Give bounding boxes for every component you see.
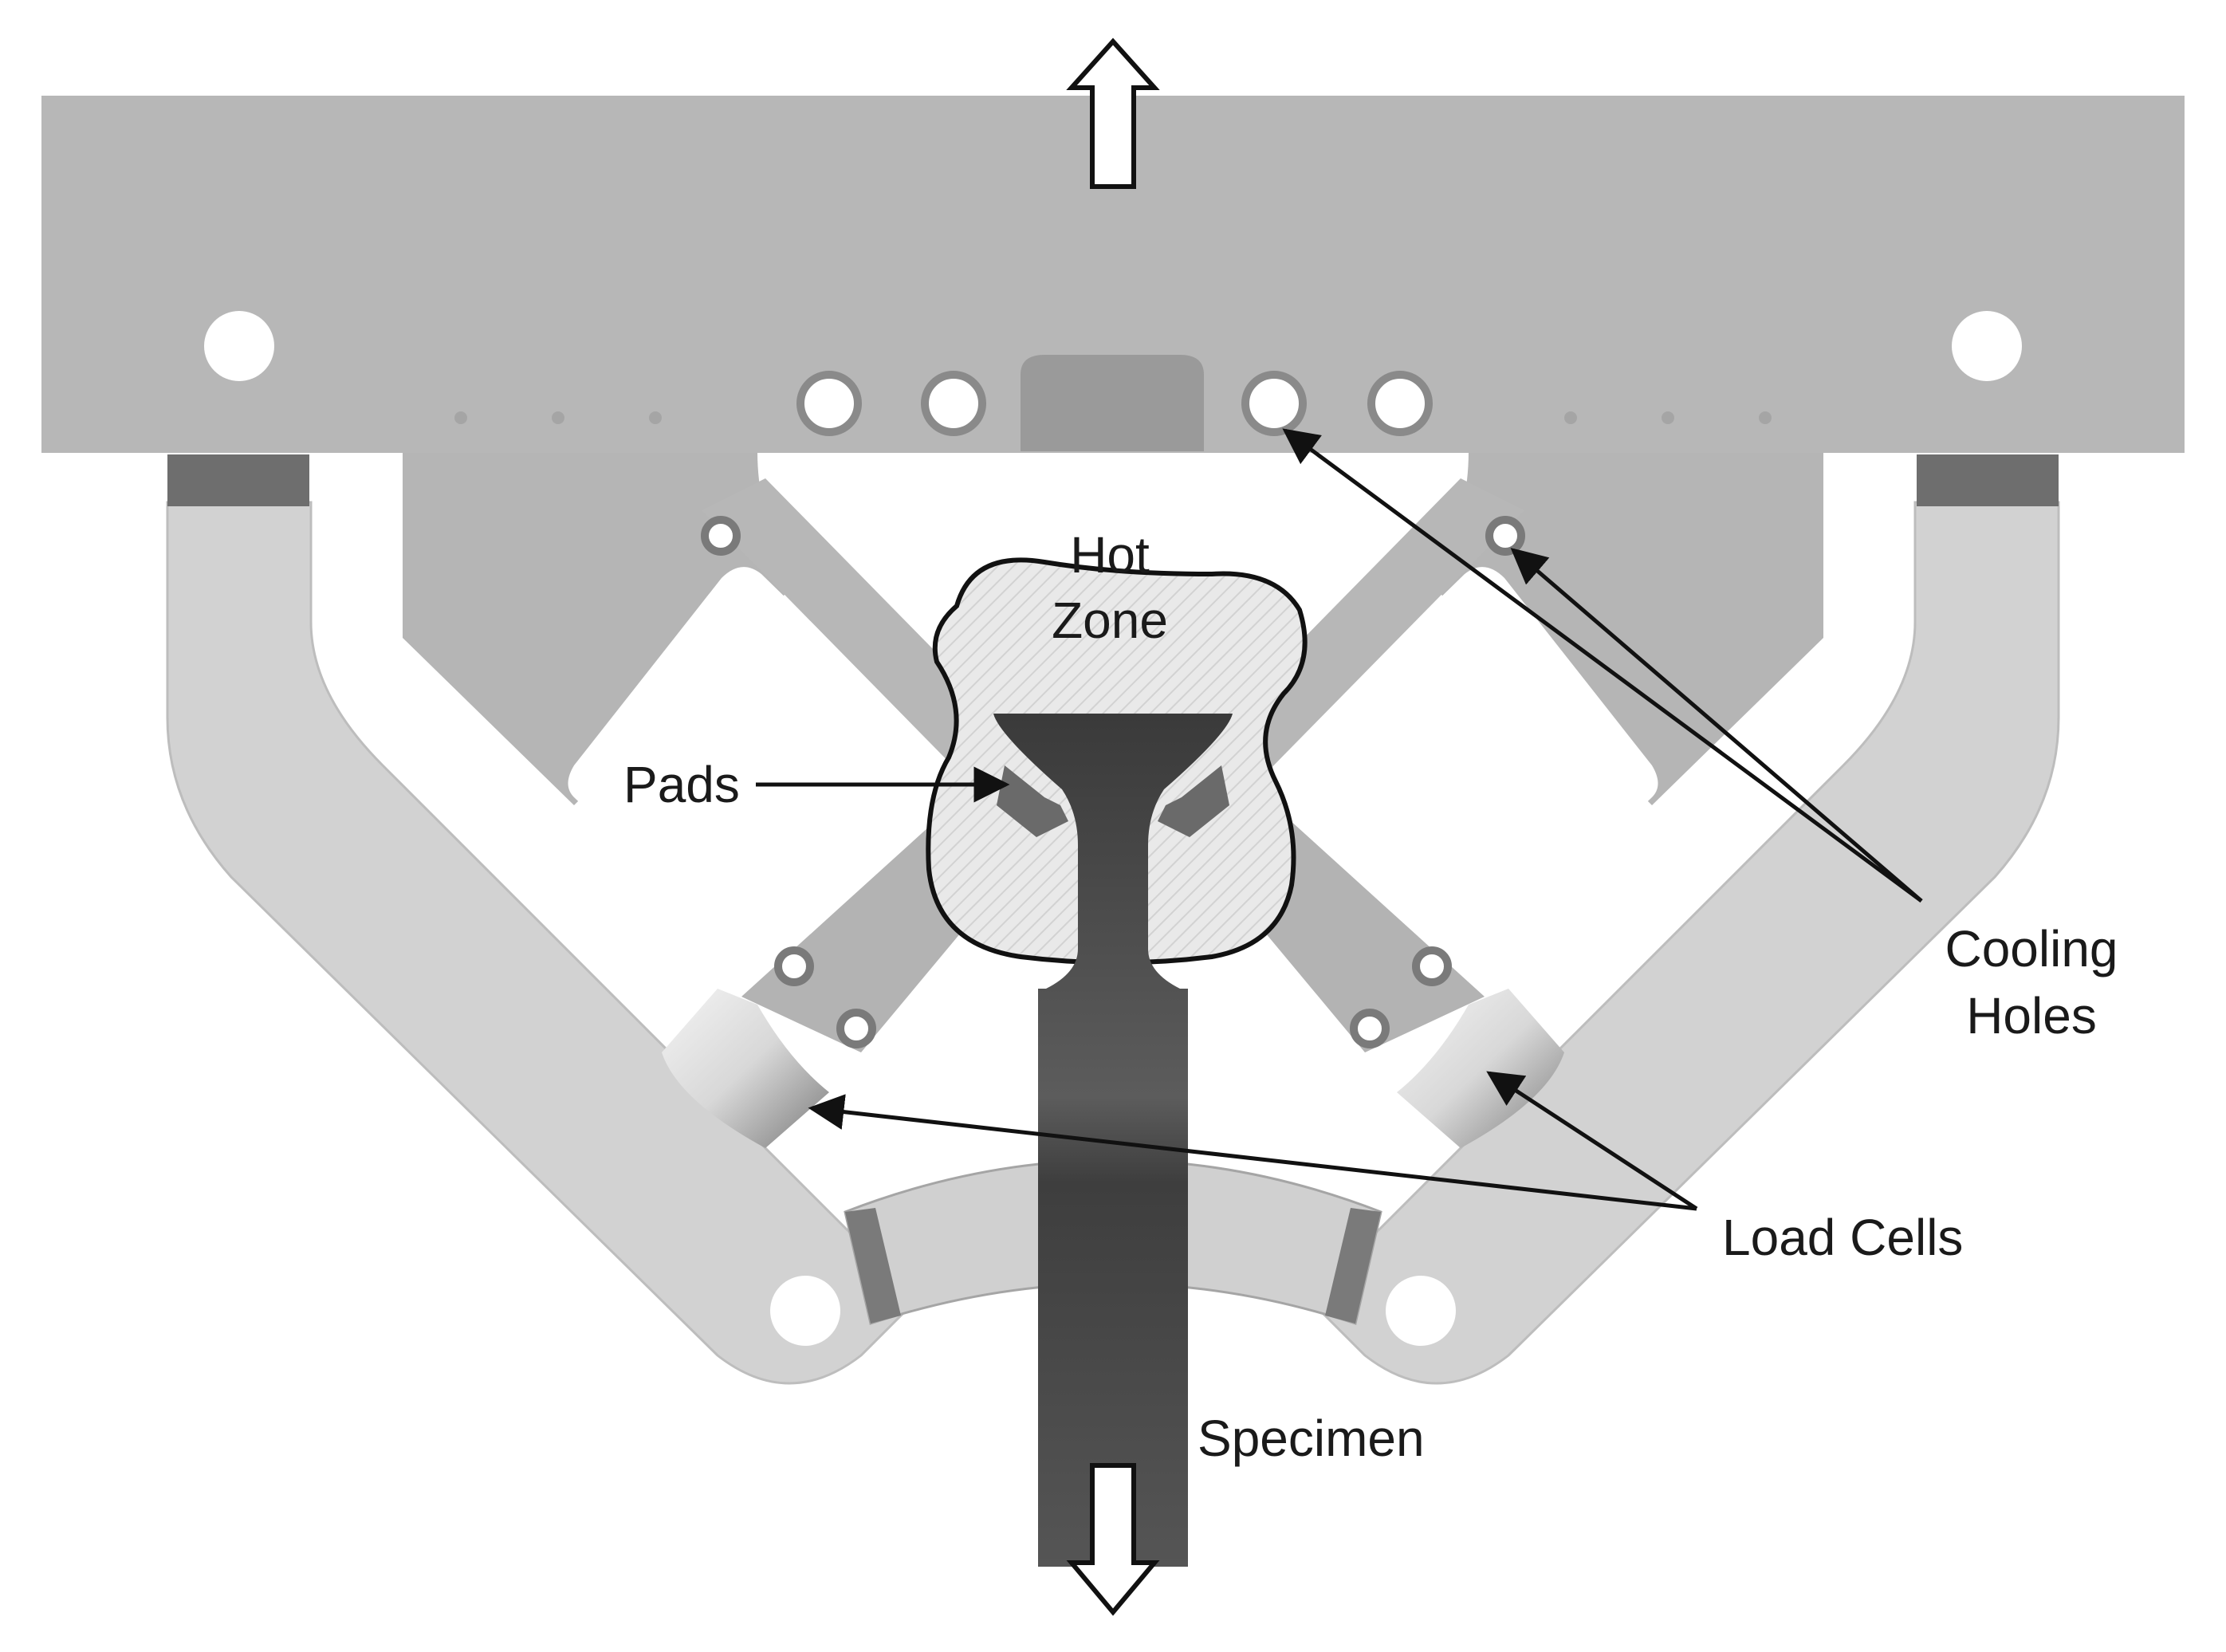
specimen-label: Specimen [1198,1410,1425,1467]
specimen [993,714,1233,1567]
left-outer-arm [166,501,910,1385]
right-arm-band [1917,454,2059,506]
load-cell-right [1397,989,1564,1148]
load-cell-left [662,989,829,1148]
crossbar-right-pivot-shade [1325,1208,1381,1324]
load-arrow-down [1066,1463,1160,1616]
crossbar-left-pivot-shade [845,1208,901,1324]
left-window [568,567,925,955]
left-arm-band [167,454,309,506]
grip-boss [1021,355,1204,451]
pads-label: Pads [623,756,740,813]
frame-hole-left [204,311,274,381]
cooling-holes-row [796,371,1433,436]
fastener-holes [701,516,1525,1048]
load-arrow-up [1066,37,1160,189]
pad-right [1158,765,1229,837]
pivot-hole-right [1386,1276,1456,1346]
cooling-holes-label-line2: Holes [1966,987,2097,1044]
pivot-hole-left [770,1276,840,1346]
load-cells-label: Load Cells [1722,1209,1963,1266]
hot-zone-label-line1: Hot [1070,526,1150,584]
pad-left [997,765,1068,837]
top-window [757,451,1469,606]
right-outer-arm [1316,501,2060,1385]
frame-hole-right [1952,311,2022,381]
frame-dots [454,411,1772,424]
cooling-holes-label-line1: Cooling [1945,920,2118,977]
right-window [1301,567,1658,955]
leader-lines [756,428,1923,1211]
hot-zone-label-line2: Zone [1052,592,1168,649]
